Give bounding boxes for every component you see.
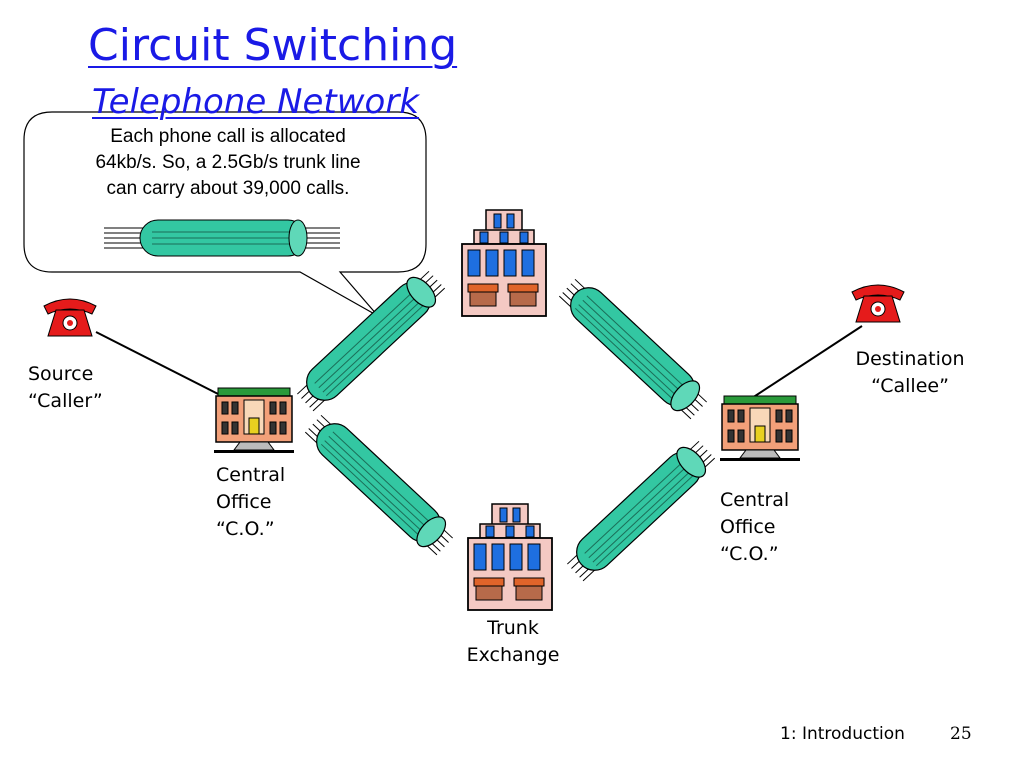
telephone-icon xyxy=(43,298,97,337)
destination-phone-line xyxy=(751,325,863,399)
slide-subtitle: Telephone Network xyxy=(92,82,420,122)
destination-label: Destination “Callee” xyxy=(846,346,974,400)
source-phone-line xyxy=(95,331,227,399)
footer-section: 1: Introduction xyxy=(780,724,905,744)
trunk-exchange-label-line: Exchange xyxy=(466,644,560,666)
central-office-label-line: “C.O.” xyxy=(216,518,275,540)
page-number: 25 xyxy=(950,724,972,744)
central-office-building-icon xyxy=(719,395,801,462)
callout-line: 64kb/s. So, a 2.5Gb/s trunk line xyxy=(95,152,361,173)
trunk-exchange-label-line: Trunk xyxy=(487,617,539,639)
central-office-label-line: Office xyxy=(216,491,272,513)
destination-label-line: Destination xyxy=(855,348,965,370)
callout-line: can carry about 39,000 calls. xyxy=(106,178,350,199)
trunk-cable-icon xyxy=(104,219,340,257)
source-label: Source “Caller” xyxy=(28,361,103,415)
trunk-exchange-label: Trunk Exchange xyxy=(452,615,574,669)
source-label-line: Source xyxy=(28,363,94,385)
slide-title: Circuit Switching xyxy=(88,20,458,71)
trunk-cable-icon xyxy=(301,408,459,560)
central-office-building-icon xyxy=(213,387,295,454)
trunk-cable-icon xyxy=(555,272,713,424)
central-office-label-line: Central xyxy=(216,464,286,486)
trunk-exchange-building-icon xyxy=(461,209,547,317)
callout-text: Each phone call is allocated 64kb/s. So,… xyxy=(40,124,416,202)
source-label-line: “Caller” xyxy=(28,390,103,412)
callout-line: Each phone call is allocated xyxy=(110,126,346,147)
central-office-label-line: “C.O.” xyxy=(720,543,779,565)
callout-bubble xyxy=(23,111,427,317)
trunk-exchange-building-icon xyxy=(467,503,553,611)
central-office-label-line: Office xyxy=(720,516,776,538)
central-office-left-label: Central Office “C.O.” xyxy=(216,462,285,543)
central-office-label-line: Central xyxy=(720,489,790,511)
telephone-icon xyxy=(851,284,905,323)
trunk-cable-icon xyxy=(561,434,719,586)
central-office-right-label: Central Office “C.O.” xyxy=(720,487,789,568)
trunk-cable-icon xyxy=(291,264,449,416)
destination-label-line: “Callee” xyxy=(871,375,949,397)
